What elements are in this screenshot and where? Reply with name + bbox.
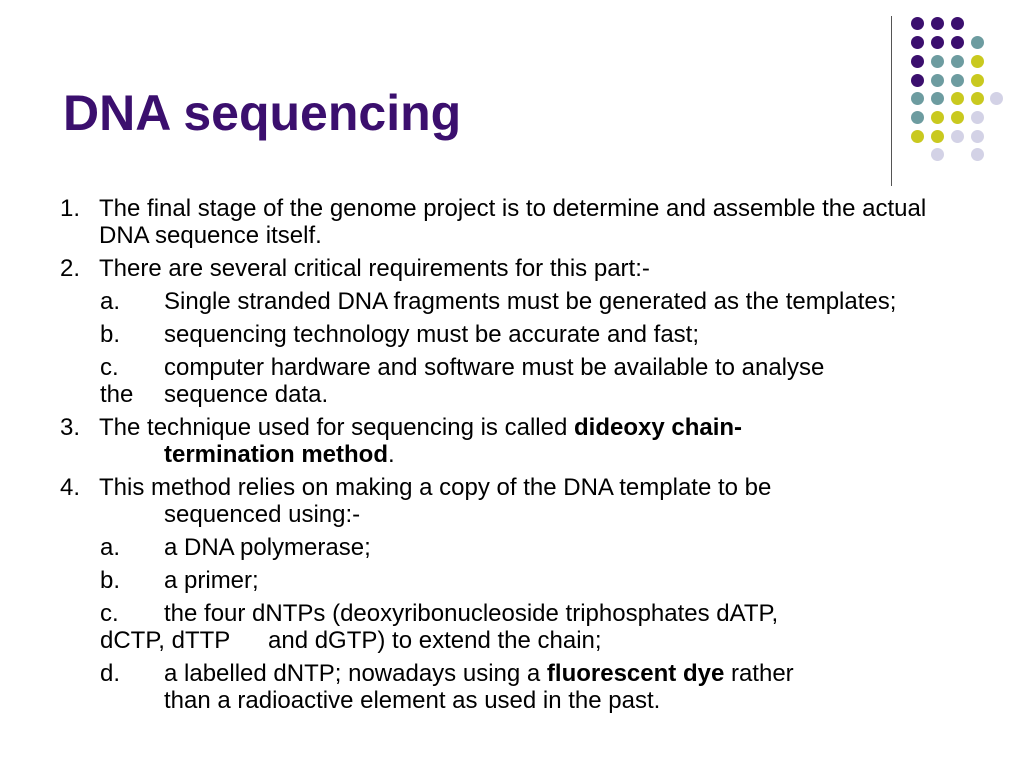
decor-dot — [951, 17, 964, 30]
decor-dot — [971, 36, 984, 49]
decor-dot — [951, 74, 964, 87]
decor-dot — [931, 92, 944, 105]
decor-dot — [971, 111, 984, 124]
list-item-text: a labelled dNTP; nowadays using a — [164, 660, 547, 687]
decor-dot — [951, 36, 964, 49]
decor-dot — [931, 111, 944, 124]
list-item: 1. The final stage of the genome project… — [60, 195, 960, 249]
decor-dot — [911, 130, 924, 143]
decor-dot — [911, 74, 924, 87]
list-item: 3. The technique used for sequencing is … — [60, 414, 960, 468]
list-item-text: sequence data. — [164, 381, 329, 408]
sub-list-item: b. sequencing technology must be accurat… — [60, 321, 960, 348]
list-item-text: dCTP, dTTP — [100, 627, 231, 654]
decor-dot — [931, 55, 944, 68]
decor-dot — [911, 111, 924, 124]
list-item-text: The final stage of the genome project is… — [99, 195, 927, 249]
sub-list-item: c. computer hardware and software must b… — [60, 354, 960, 408]
list-item-text: a DNA polymerase; — [164, 534, 371, 561]
decor-dot — [911, 92, 924, 105]
list-marker: d. — [100, 660, 121, 687]
decor-dot — [951, 55, 964, 68]
decor-dot — [931, 36, 944, 49]
list-item-text: than a radioactive element as used in th… — [164, 687, 661, 714]
list-item: 4. This method relies on making a copy o… — [60, 474, 960, 528]
decor-dot — [971, 92, 984, 105]
sub-list-item: d. a labelled dNTP; nowadays using a flu… — [60, 660, 960, 714]
list-marker: 4. — [60, 474, 81, 501]
list-marker: 3. — [60, 414, 81, 441]
decor-dot — [911, 55, 924, 68]
decor-dot — [971, 148, 984, 161]
decor-dot — [971, 74, 984, 87]
sub-list-item: b. a primer; — [60, 567, 960, 594]
title-divider-line — [891, 16, 892, 186]
list-item-text: Single stranded DNA fragments must be ge… — [164, 288, 897, 315]
sub-list-item: a. Single stranded DNA fragments must be… — [60, 288, 960, 315]
decor-dot — [931, 74, 944, 87]
list-item-text: computer hardware and software must be a… — [164, 354, 825, 381]
emphasis-text: termination method — [164, 441, 389, 468]
list-item-text: sequencing technology must be accurate a… — [164, 321, 700, 348]
emphasis-text: dideoxy chain- — [573, 414, 743, 441]
list-item-text: rather — [724, 660, 794, 687]
list-item-text: . — [388, 441, 395, 468]
list-item: 2. There are several critical requiremen… — [60, 255, 960, 282]
decor-dot — [931, 17, 944, 30]
list-marker: b. — [100, 567, 121, 594]
decor-dot — [931, 148, 944, 161]
list-marker: c. — [100, 354, 119, 381]
slide-body: 1. The final stage of the genome project… — [60, 195, 960, 720]
decor-dot — [971, 55, 984, 68]
slide-title: DNA sequencing — [63, 85, 462, 141]
decor-dot — [911, 36, 924, 49]
list-marker: a. — [100, 534, 121, 561]
list-item-text: the four dNTPs (deoxyribonucleoside trip… — [164, 600, 779, 627]
decor-dot — [931, 130, 944, 143]
decor-dot — [951, 92, 964, 105]
list-marker: a. — [100, 288, 121, 315]
sub-list-item: a. a DNA polymerase; — [60, 534, 960, 561]
list-marker: c. — [100, 600, 119, 627]
list-item-text: The technique used for sequencing is cal… — [99, 414, 574, 441]
list-item-text: sequenced using:- — [164, 501, 361, 528]
decor-dot — [951, 111, 964, 124]
sub-list-item: c. the four dNTPs (deoxyribonucleoside t… — [60, 600, 960, 654]
decor-dot — [971, 130, 984, 143]
decor-dot — [951, 130, 964, 143]
decor-dot — [911, 17, 924, 30]
list-item-text: a primer; — [164, 567, 259, 594]
emphasis-text: fluorescent dye — [546, 660, 725, 687]
list-item-text: There are several critical requirements … — [99, 255, 650, 282]
list-marker: 1. — [60, 195, 81, 222]
list-marker: 2. — [60, 255, 81, 282]
list-item-text: This method relies on making a copy of t… — [99, 474, 772, 501]
list-marker: b. — [100, 321, 121, 348]
list-item-text: the — [100, 381, 134, 408]
decor-dot — [990, 92, 1003, 105]
list-item-text: and dGTP) to extend the chain; — [268, 627, 602, 654]
